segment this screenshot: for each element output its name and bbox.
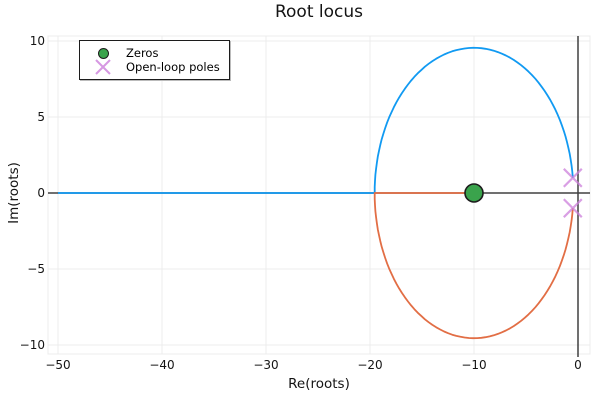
plot-frame [47,35,591,355]
x-tick-label: 0 [574,358,582,372]
x-marker-icon [95,59,111,75]
y-tick-label: 5 [37,110,45,124]
legend-item-0: Zeros [96,46,220,60]
y-tick-label: −10 [20,338,45,352]
x-tick-label: −20 [357,358,382,372]
legend-item-1: Open-loop poles [95,59,220,75]
y-axis-label: Im(roots) [6,162,22,224]
legend-label: Open-loop poles [126,60,220,74]
open-loop-pole-marker-0 [563,168,583,188]
y-tick-label: 0 [37,186,45,200]
y-tick-label: −5 [27,262,45,276]
zero-marker-0 [464,183,484,203]
y-tick-label: 10 [30,34,45,48]
x-axis-label: Re(roots) [288,376,350,392]
circle-marker-icon [96,47,110,59]
x-tick-label: −40 [149,358,174,372]
open-loop-pole-marker-1 [563,198,583,218]
branch-to-infinity [58,46,574,194]
legend-label: Zeros [126,46,159,60]
x-tick-label: −10 [461,358,486,372]
chart-title: Root locus [274,2,364,22]
x-tick-label: −50 [45,358,70,372]
x-tick-label: −30 [253,358,278,372]
branch-to-zero [373,192,574,340]
